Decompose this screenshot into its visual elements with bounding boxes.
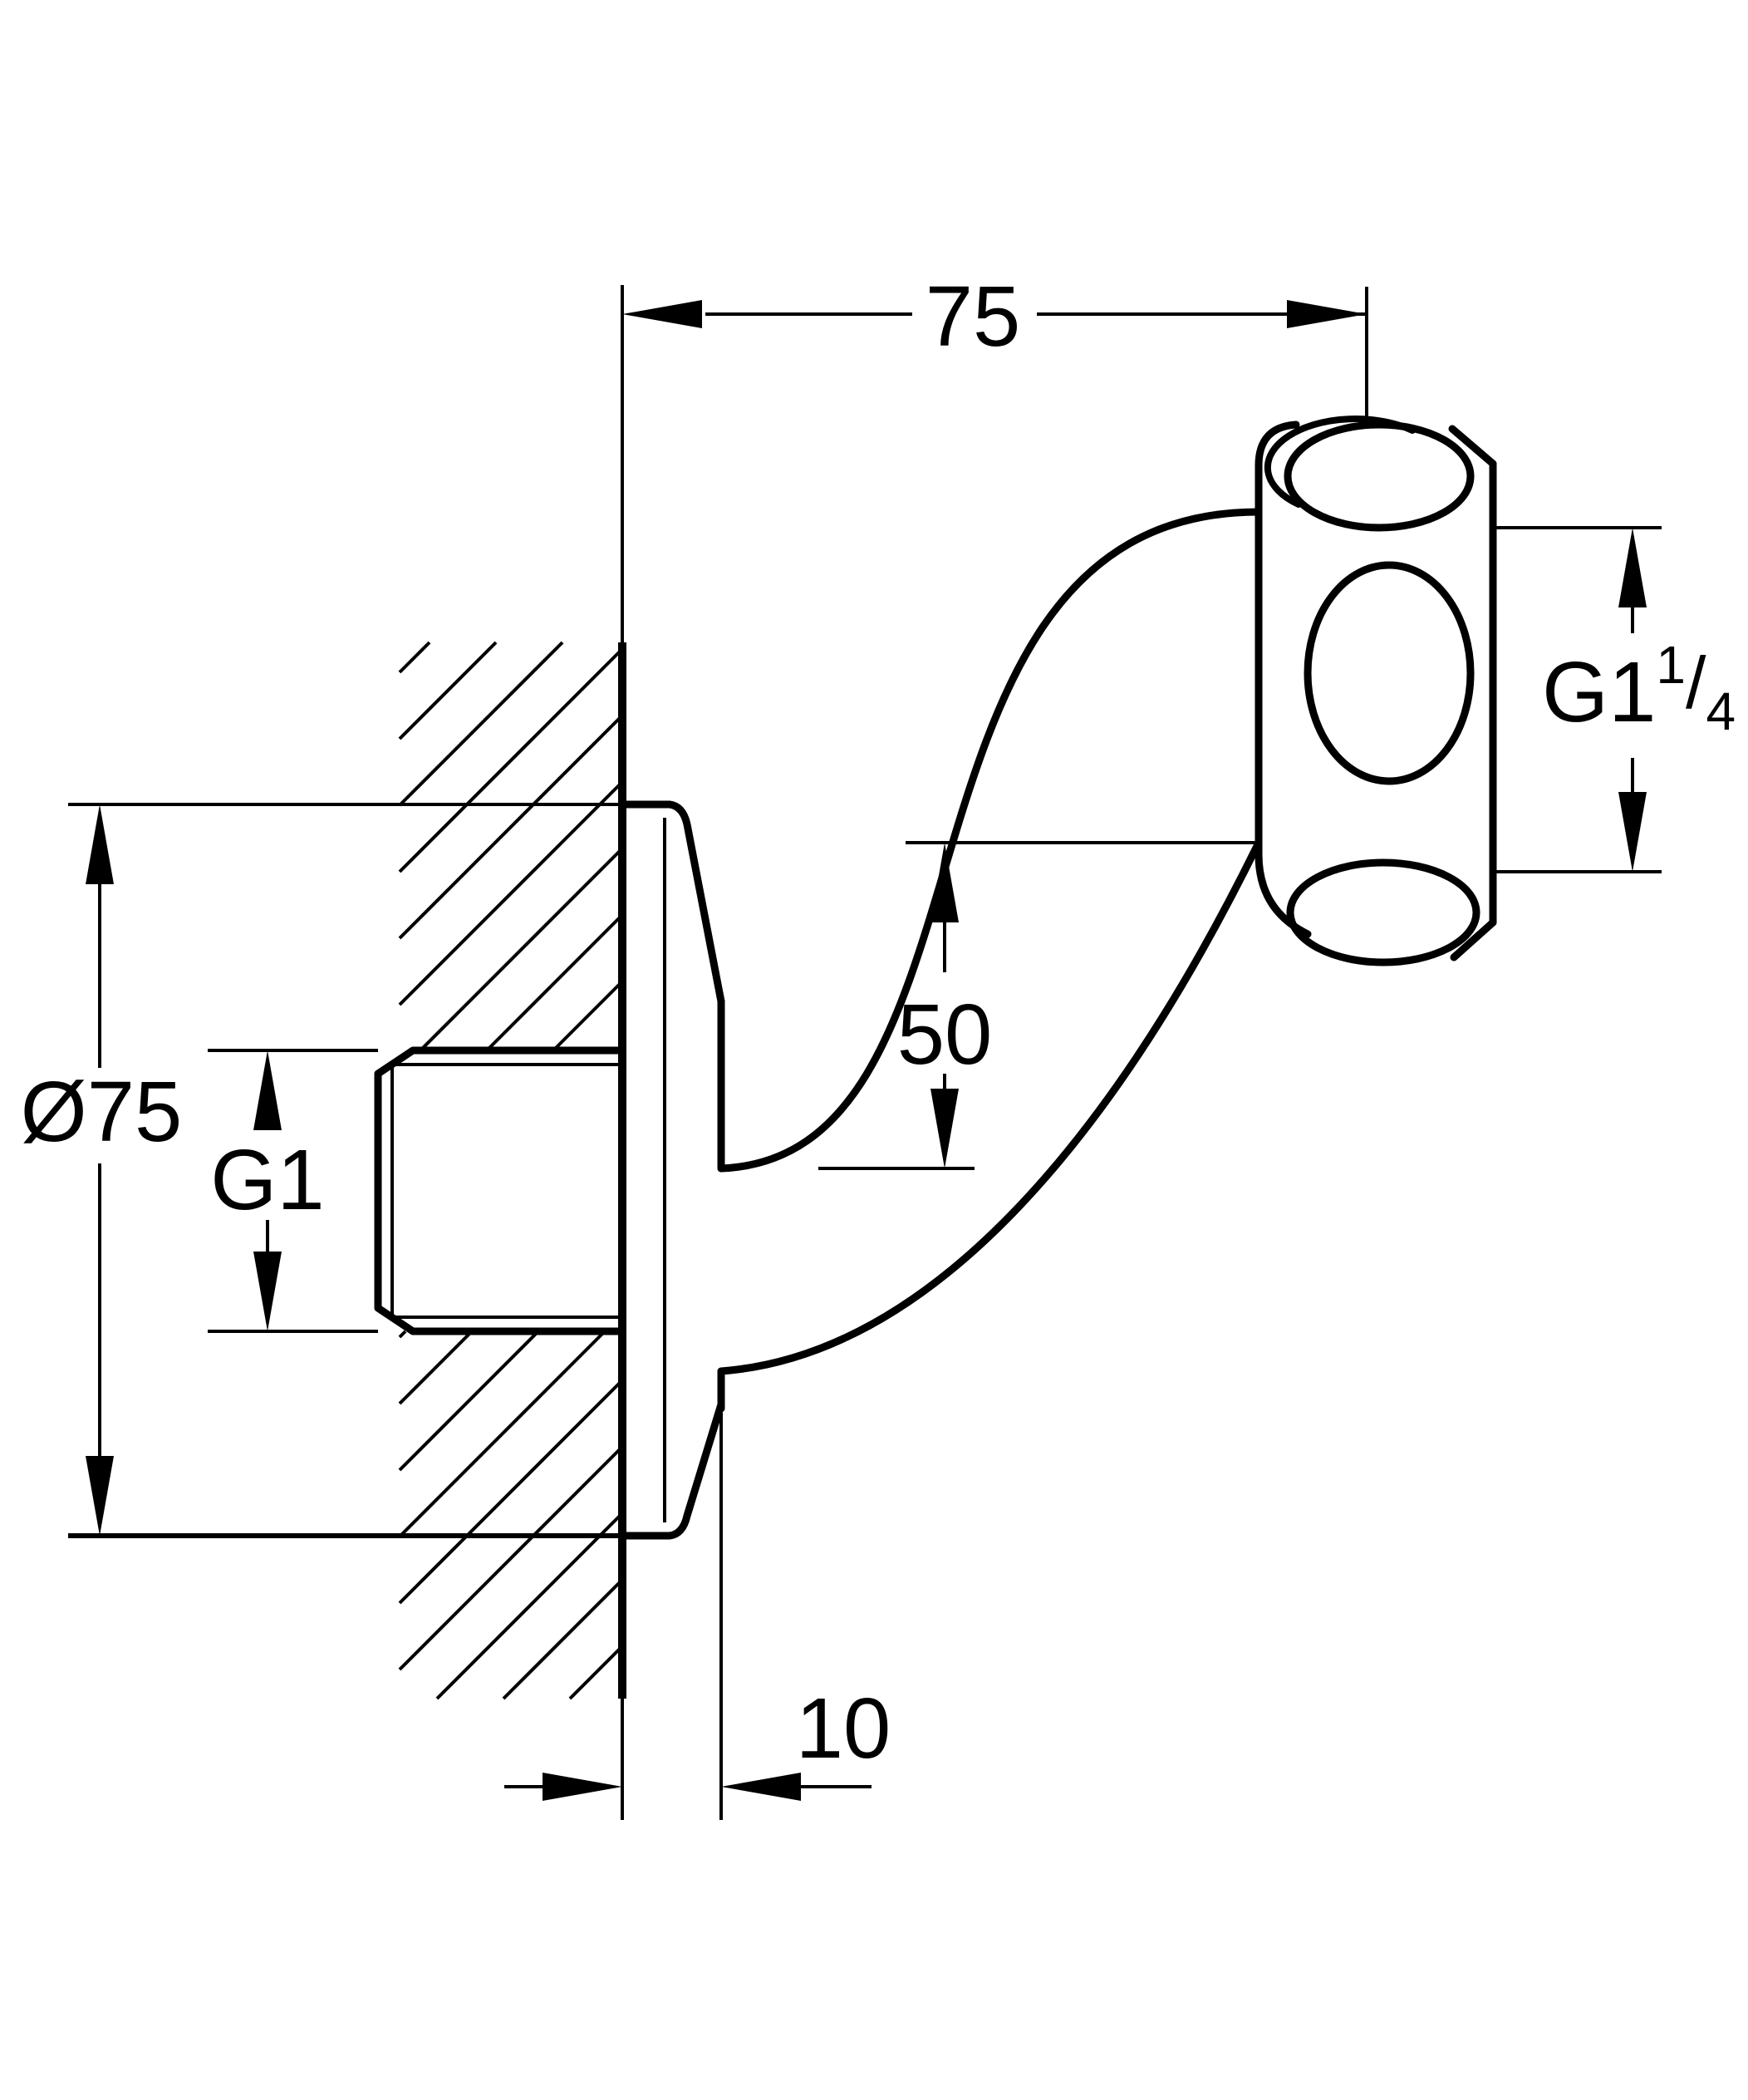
nut-bottomright-chamfer — [1450, 918, 1497, 961]
wall-hatch-line — [485, 913, 624, 1052]
wall-hatch-line — [398, 714, 624, 940]
arrow-g114-down-icon — [1618, 792, 1647, 872]
pipe-outer-curve — [717, 508, 1263, 1173]
dim-label-50: 50 — [897, 986, 993, 1082]
wall-hatch-line — [502, 1578, 624, 1700]
flange-top-profile — [618, 800, 725, 1006]
wall-hatch-line — [398, 780, 624, 1006]
dim-label-75: 75 — [926, 268, 1021, 364]
arrow-dia75-up-icon — [86, 804, 114, 884]
wall-hatch-line — [398, 647, 624, 873]
arrow-50-down-icon — [930, 1089, 959, 1168]
wall-hatch-line — [398, 1379, 624, 1605]
flange-bottom-profile — [618, 1400, 725, 1540]
wall-hatch-line — [398, 641, 498, 740]
wall-hatch-line — [398, 641, 431, 674]
wall-hatch-line — [435, 1512, 624, 1700]
dim-label-g1-quarter: G11/4 — [1542, 635, 1736, 741]
wall-hatch-line — [398, 1445, 624, 1671]
dim-label-g1: G1 — [210, 1132, 324, 1227]
wall-hatch-line — [568, 1645, 624, 1700]
wall-hatch-line — [398, 1330, 474, 1405]
wall-hatch-line — [398, 1330, 606, 1538]
thread-block-outline — [374, 1046, 626, 1335]
arrow-10-left-icon — [721, 1773, 801, 1801]
arrow-75-right-icon — [1287, 300, 1367, 328]
dim-label-dia75: Ø75 — [21, 1064, 183, 1159]
nut-bottom-opening — [1286, 858, 1480, 966]
arrow-50-up-icon — [930, 843, 959, 922]
wall-hatch-line — [419, 847, 624, 1052]
arrow-g1-down-icon — [253, 1252, 282, 1331]
nut-top-opening-rim — [1264, 416, 1416, 508]
arrow-75-left-icon — [622, 300, 702, 328]
arrow-g1-up-icon — [253, 1050, 282, 1130]
nut-side-hole — [1304, 561, 1475, 785]
nut-topleft-corner — [1255, 420, 1300, 470]
wall-hatch-line — [398, 1330, 407, 1339]
nut-topright-chamfer — [1448, 425, 1497, 468]
nut-top-opening — [1284, 420, 1475, 532]
wall-hatch-line — [552, 980, 624, 1052]
dim-label-10: 10 — [796, 1680, 891, 1776]
arrow-10-right-icon — [543, 1773, 622, 1801]
wall-hatch-line — [398, 641, 564, 807]
arrow-dia75-down-icon — [86, 1456, 114, 1536]
pipe-inner-curve — [717, 839, 1263, 1375]
arrow-g114-up-icon — [1618, 528, 1647, 607]
wall-hatch-line — [398, 1330, 540, 1472]
